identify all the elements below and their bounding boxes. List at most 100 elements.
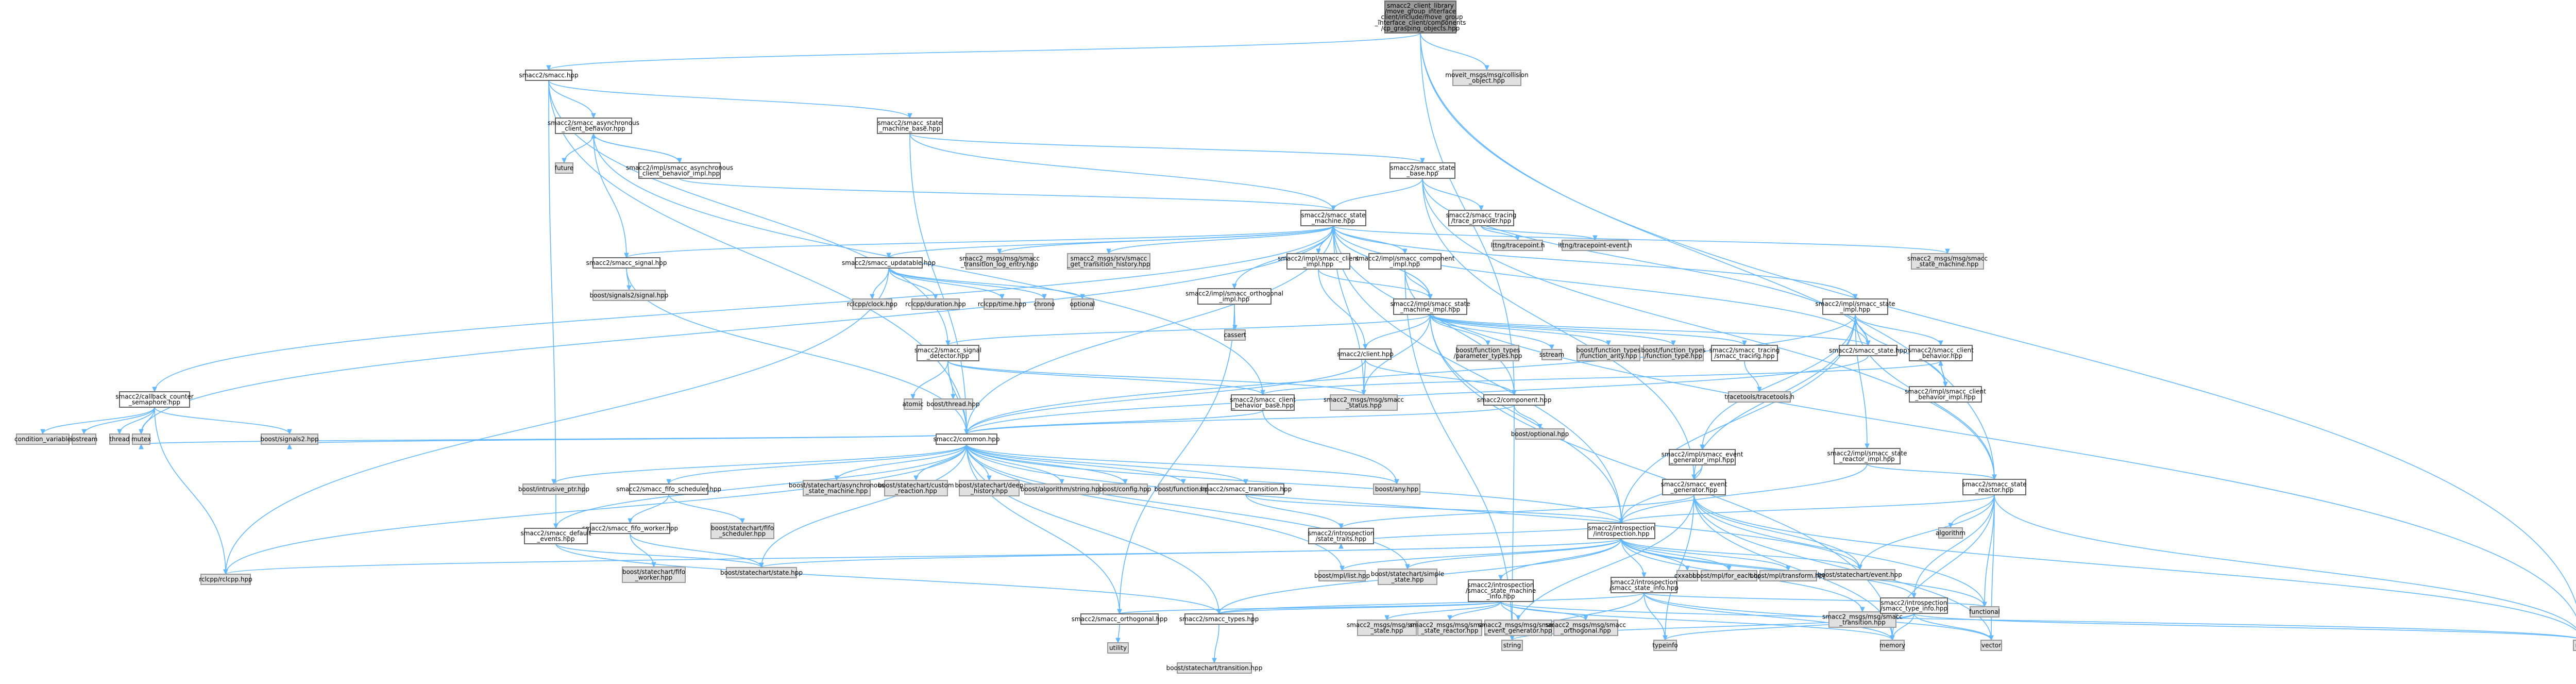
node-box [1339, 348, 1392, 360]
dependency-edge [1119, 304, 1235, 614]
node-bsc-simple: boost/statechart/simple_state.hpp [1371, 569, 1444, 585]
node-label: /introspection.hpp [1593, 530, 1649, 538]
node-box [1962, 479, 2026, 495]
node-box [1378, 569, 1437, 585]
edge-arrowhead [1484, 65, 1489, 71]
node-state-impl[interactable]: smacc2/impl/smacc_state_impl.hpp [1815, 298, 1895, 315]
node-state-reactor-impl[interactable]: smacc2/impl/smacc_state_reactor_impl.hpp [1827, 448, 1907, 464]
edge-arrowhead [1865, 443, 1870, 449]
node-label: _event_generator.hpp [1484, 627, 1552, 635]
node-label: moveit_msgs/msg/collision [1445, 72, 1528, 79]
node-box [1300, 210, 1366, 226]
node-event-generator-impl[interactable]: smacc2/impl/smacc_event_generator_impl.h… [1662, 449, 1743, 465]
node-sm-base[interactable]: smacc2/smacc_state_machine_base.hpp [877, 118, 943, 134]
node-label: boost/any.hpp [1375, 486, 1418, 493]
edge-arrowhead [546, 65, 551, 71]
node-label: smacc2/smacc_state [877, 120, 942, 127]
node-sm-impl[interactable]: smacc2/impl/smacc_state_machine_impl.hpp [1390, 298, 1470, 315]
node-smacc-types[interactable]: smacc2/smacc_types.hpp [1179, 613, 1259, 625]
node-default-events[interactable]: smacc2/smacc_default_events.hpp [521, 528, 591, 544]
node-state-reactor[interactable]: smacc2/smacc_state_reactor.hpp [1962, 479, 2027, 495]
node-box [1368, 253, 1442, 270]
node-client-impl[interactable]: smacc2/impl/smacc_client_impl.hpp [1278, 253, 1359, 270]
node-root[interactable]: smacc2_client_library/move_group_interfa… [1375, 1, 1466, 34]
node-label: /function_type.hpp [1645, 353, 1703, 360]
node-async-cb-impl[interactable]: smacc2/impl/smacc_asynchronous_client_be… [626, 162, 733, 179]
node-state-info[interactable]: smacc2/introspection/smacc_state_info.hp… [1609, 577, 1679, 593]
edge-arrowhead [1866, 340, 1871, 346]
node-client-behavior[interactable]: smacc2/smacc_client_behavior.hpp [1908, 345, 1974, 361]
node-tracing-provider[interactable]: smacc2/smacc_tracing/trace_provider.hpp [1446, 210, 1517, 226]
node-boost-signals2: boost/signals2.hpp [260, 433, 319, 445]
node-callback-counter[interactable]: smacc2/callback_counter_semaphore.hpp [115, 391, 194, 408]
node-state-traits[interactable]: smacc2/introspection/state_traits.hpp [1308, 528, 1375, 544]
node-state-hpp[interactable]: smacc2/smacc_state.hpp [1829, 345, 1907, 356]
node-box [524, 528, 588, 544]
node-bsc-fifo-sched: boost/statechart/fifo_scheduler.hpp [710, 523, 774, 539]
node-transition-hpp[interactable]: smacc2/smacc_transition.hpp [1200, 483, 1292, 495]
node-atomic: atomic [902, 398, 924, 410]
node-label: smacc2/smacc_signal.hpp [586, 259, 667, 266]
node-label: /state_traits.hpp [1316, 536, 1366, 543]
node-updatable[interactable]: smacc2/smacc_updatable.hpp [842, 257, 936, 269]
node-box [917, 345, 979, 361]
node-label: rclcpp/rclcpp.hpp [199, 576, 252, 583]
node-box [1071, 298, 1094, 310]
edge-arrowhead [591, 132, 596, 139]
node-label: smacc2/smacc_asynchronous [548, 120, 639, 127]
node-label: smacc2/client.hpp [1337, 351, 1394, 358]
node-utility: utility [1107, 642, 1129, 654]
dependency-edge [1333, 178, 1423, 211]
node-signal-detector[interactable]: smacc2/smacc_signal_detector.hpp [914, 345, 981, 361]
node-box [622, 566, 686, 583]
node-box [1828, 611, 1896, 628]
edge-arrowhead [1857, 564, 1862, 571]
node-type-info[interactable]: smacc2/introspection/smacc_type_info.hpp [1880, 597, 1948, 614]
node-component-impl[interactable]: smacc2/impl/smacc_component_impl.hpp [1355, 253, 1455, 270]
node-label: map [2575, 642, 2576, 649]
node-common[interactable]: smacc2/common.hpp [933, 433, 1000, 445]
node-fifo-worker[interactable]: smacc2/smacc_fifo_worker.hpp [582, 523, 678, 534]
dependency-edge [154, 225, 1334, 392]
node-fifo-scheduler[interactable]: smacc2/smacc_fifo_scheduler.hpp [616, 483, 721, 495]
dependency-edge [1621, 538, 1730, 571]
node-label: _state.hpp [1391, 576, 1423, 583]
node-state-machine[interactable]: smacc2/smacc_state_machine.hpp [1300, 210, 1366, 226]
node-box [911, 298, 960, 310]
node-label: smacc2/impl/smacc_state [1827, 450, 1907, 457]
node-box [1541, 349, 1562, 360]
node-event-generator[interactable]: smacc2/smacc_event_generator.hpp [1661, 479, 1727, 495]
node-memory: memory [1879, 640, 1905, 651]
node-smacc-orthogonal[interactable]: smacc2/smacc_orthogonal.hpp [1072, 613, 1168, 625]
node-smacc-tracing[interactable]: smacc2/smacc_tracing/smacc_tracing.hpp [1709, 345, 1780, 361]
node-label: smacc2_msgs/msg/smacc [1324, 396, 1404, 404]
node-msg-sm: smacc2_msgs/msg/smacc_state_machine.hpp [1907, 253, 1988, 270]
dependency-edge [1420, 32, 1487, 71]
edge-arrowhead [1742, 340, 1747, 346]
node-client-behavior-impl[interactable]: smacc2/impl/smacc_client_behavior_impl.h… [1905, 386, 1986, 403]
edge-arrowhead [1117, 609, 1122, 615]
node-async-cb[interactable]: smacc2/smacc_asynchronous_client_behavio… [548, 118, 639, 134]
node-box [1970, 606, 1999, 618]
node-label: _get_transition_history.hpp [1066, 261, 1150, 268]
node-box [555, 118, 632, 134]
node-smacc[interactable]: smacc2/smacc.hpp [519, 70, 579, 81]
node-client-hpp[interactable]: smacc2/client.hpp [1337, 348, 1394, 360]
node-label: boost/statechart/asynchronous [789, 482, 885, 489]
edge-arrowhead [1549, 344, 1554, 351]
node-component-hpp[interactable]: smacc2/component.hpp [1477, 394, 1552, 406]
dependency-edge [1363, 314, 1431, 395]
edge-arrowhead [910, 394, 916, 400]
node-sm-info[interactable]: smacc2/introspection/smacc_state_machine… [1466, 579, 1536, 602]
dependency-edge [1621, 538, 1860, 570]
node-box [1103, 483, 1148, 495]
node-state-base[interactable]: smacc2/smacc_state_base.hpp [1389, 162, 1455, 179]
node-client-behavior-base[interactable]: smacc2/smacc_client_behavior_base.hpp [1230, 394, 1296, 411]
node-introspection[interactable]: smacc2/introspection/introspection.hpp [1587, 523, 1655, 539]
node-box [119, 391, 190, 408]
dependency-edge [1318, 269, 1366, 349]
node-orthogonal-impl[interactable]: smacc2/impl/smacc_orthogonal_impl.hpp [1185, 288, 1283, 305]
node-signal[interactable]: smacc2/smacc_signal.hpp [586, 257, 667, 269]
edge-arrowhead [551, 479, 556, 485]
dependency-edge [548, 80, 910, 119]
